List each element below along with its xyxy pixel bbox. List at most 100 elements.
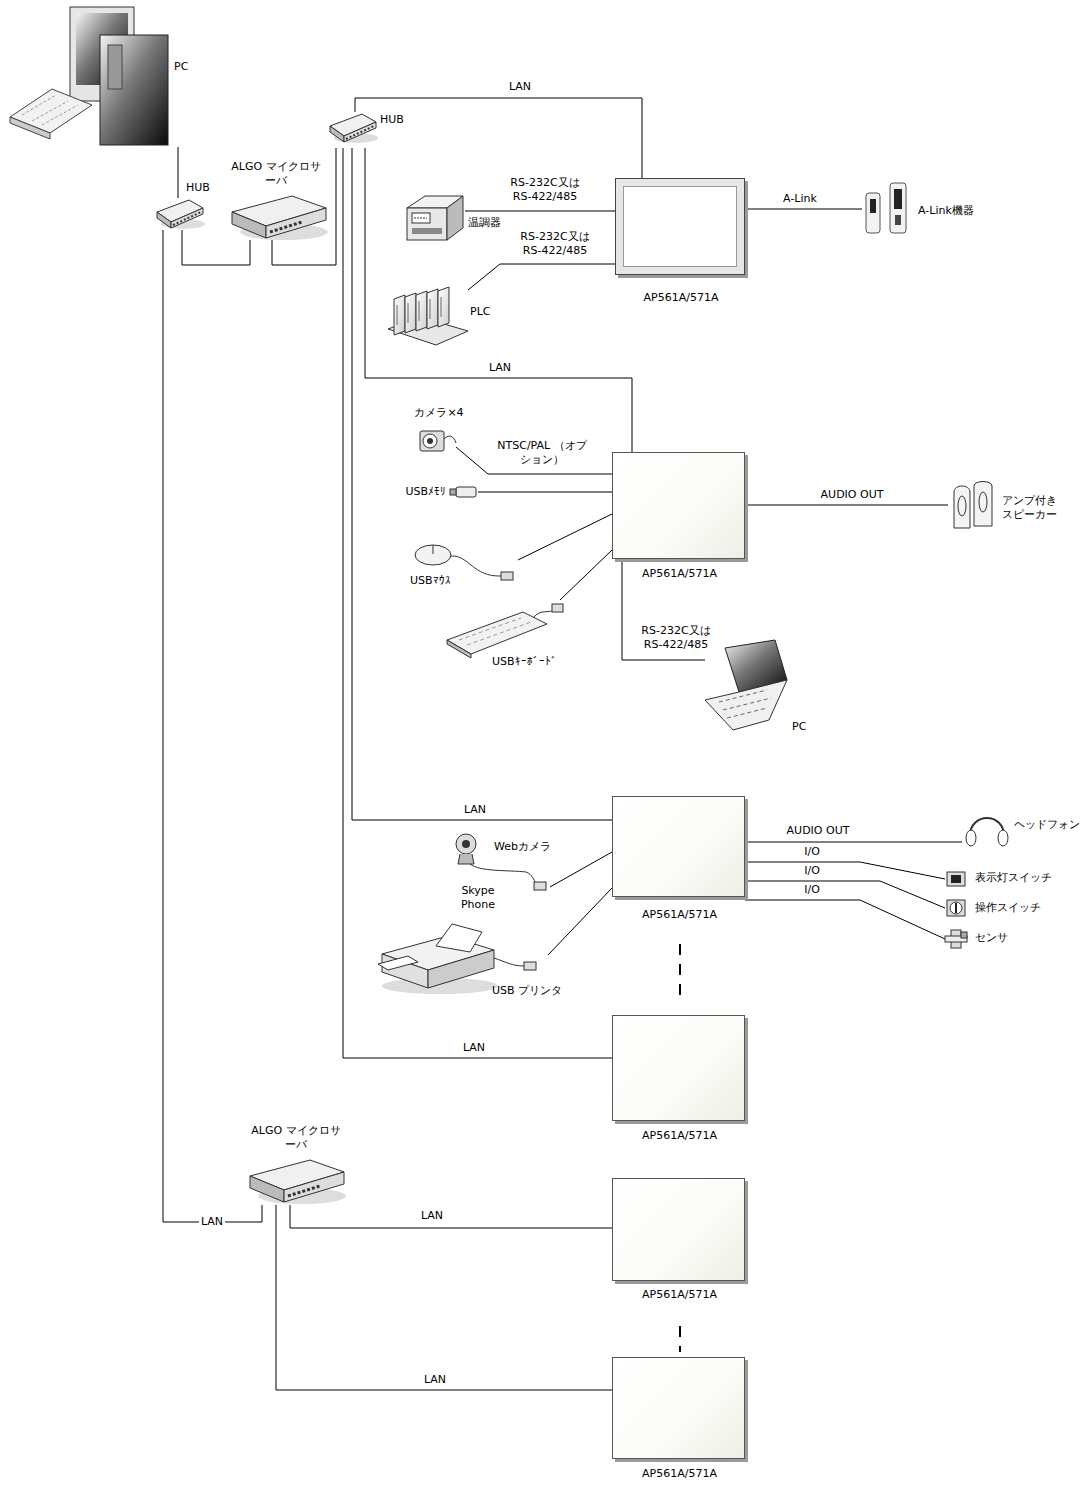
signal-label: RS-232C又は RS-422/485	[631, 624, 721, 653]
device-label: USBﾒﾓﾘ	[388, 485, 446, 499]
device-label: USBﾏｳｽ	[410, 574, 466, 588]
usbmem-symbol	[450, 485, 478, 499]
cable-line	[352, 148, 612, 820]
cable-line	[745, 842, 962, 843]
signal-label: NTSC/PAL （オプション）	[493, 439, 591, 468]
device-icon: USBﾏｳｽ	[413, 543, 518, 585]
cable-line	[365, 148, 632, 452]
alink-symbol	[862, 183, 912, 235]
device-label: 温調器	[468, 216, 512, 230]
device-label: アンプ付き スピーカー	[1002, 494, 1066, 523]
cable-line	[343, 148, 612, 1058]
cable-line	[560, 550, 612, 600]
device-icon: USBｷｰﾎﾞｰﾄﾞ	[445, 600, 565, 662]
speaker-symbol	[948, 482, 996, 534]
device-label: 表示灯スイッチ	[975, 871, 1065, 885]
device-icon: HUB	[155, 198, 205, 230]
cable-line	[178, 147, 179, 198]
device-label: 操作スイッチ	[975, 901, 1065, 915]
signal-label: LAN	[507, 80, 533, 94]
signal-label: I/O	[802, 845, 822, 859]
cable-line	[550, 852, 612, 887]
cable-line	[290, 1205, 612, 1228]
device-icon: カメラ×4	[416, 425, 456, 457]
device-label: PLC	[470, 305, 500, 319]
headphone-symbol	[962, 808, 1012, 848]
signal-label: RS-232C又は RS-422/485	[510, 230, 600, 259]
server-symbol	[250, 1158, 342, 1205]
cable-line	[518, 514, 612, 560]
cable-line	[745, 881, 945, 908]
cable-line	[745, 900, 945, 939]
device-icon: USB プリンタ	[378, 918, 548, 996]
knob-symbol	[945, 898, 967, 918]
device-label: AP561A/571A	[613, 908, 746, 922]
cable-line	[745, 209, 862, 210]
device-label: センサ	[975, 931, 1035, 945]
device-icon: A-Link機器	[862, 183, 912, 235]
cable-line	[745, 505, 948, 506]
touch-panel: AP561A/571A	[612, 1015, 745, 1121]
hub-symbol	[155, 198, 205, 230]
device-icon: ALGO マイクロサーバ	[250, 1158, 342, 1205]
cable-line	[182, 230, 250, 265]
kbd-symbol	[445, 600, 565, 662]
signal-label: LAN	[461, 1041, 487, 1055]
touch-panel: AP561A/571A	[615, 178, 745, 275]
touch-panel: AP561A/571A	[612, 796, 745, 897]
device-label: PC	[174, 60, 204, 74]
signal-label: AUDIO OUT	[785, 824, 852, 838]
device-label: AP561A/571A	[613, 1288, 746, 1302]
signal-label: LAN	[487, 361, 513, 375]
sensor-symbol	[945, 928, 969, 950]
device-icon: センサ	[945, 928, 969, 950]
cable-line	[468, 264, 615, 290]
cable-line	[355, 98, 642, 178]
lamp-symbol	[945, 870, 967, 888]
signal-label: LAN	[422, 1373, 448, 1387]
device-label: AP561A/571A	[613, 567, 746, 581]
signal-label: I/O	[802, 883, 822, 897]
device-icon: ALGO マイクロサーバ	[232, 194, 326, 240]
touch-panel: AP561A/571A	[612, 1357, 745, 1459]
laptop-symbol	[705, 640, 800, 732]
camera-symbol	[416, 425, 456, 457]
signal-label: AUDIO OUT	[819, 488, 886, 502]
signal-label: RS-232C又は RS-422/485	[500, 176, 590, 205]
device-label: HUB	[186, 181, 220, 195]
pc-symbol	[8, 5, 170, 147]
device-icon: 表示灯スイッチ	[945, 870, 967, 888]
device-label: Webカメラ	[494, 840, 564, 854]
device-icon: PC	[8, 5, 170, 147]
device-label: AP561A/571A	[616, 291, 746, 305]
device-label: ALGO マイクロサーバ	[246, 1124, 346, 1153]
device-label: USBｷｰﾎﾞｰﾄﾞ	[492, 655, 582, 669]
cable-line	[163, 230, 262, 1222]
signal-label: A-Link	[781, 192, 819, 206]
device-icon: WebカメラSkype Phone	[440, 832, 550, 902]
server-symbol	[232, 194, 326, 240]
device-icon: アンプ付き スピーカー	[948, 482, 996, 534]
device-icon: PLC	[388, 283, 468, 345]
cable-line	[465, 211, 615, 212]
device-icon: PC	[705, 640, 800, 732]
plc-symbol	[388, 283, 468, 345]
signal-label: I/O	[802, 864, 822, 878]
device-icon: HUB	[328, 112, 376, 148]
box-symbol	[405, 194, 465, 242]
touch-panel: AP561A/571A	[612, 452, 745, 559]
device-icon: USBﾒﾓﾘ	[450, 485, 478, 499]
cable-line	[548, 888, 612, 955]
signal-label: LAN	[199, 1215, 225, 1229]
device-label: USB プリンタ	[492, 984, 572, 998]
signal-label: LAN	[462, 803, 488, 817]
device-label: AP561A/571A	[613, 1467, 746, 1481]
touch-panel: AP561A/571A	[612, 1178, 745, 1281]
device-label: A-Link機器	[918, 204, 998, 218]
hub-symbol	[328, 112, 376, 148]
device-label: AP561A/571A	[613, 1129, 746, 1143]
device-label: ALGO マイクロサーバ	[226, 160, 326, 189]
signal-label: LAN	[419, 1209, 445, 1223]
cable-line	[276, 1205, 612, 1390]
device-icon: 温調器	[405, 194, 465, 242]
